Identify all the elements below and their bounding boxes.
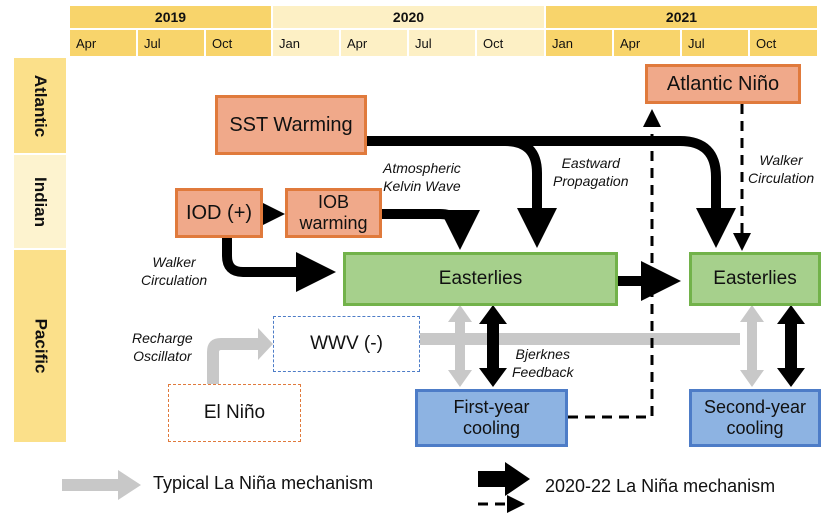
- legend-typical-label: Typical La Niña mechanism: [153, 473, 374, 493]
- walker-circulation-right-label: Walker Circulation: [748, 152, 815, 186]
- walker-iod-arrow: [222, 236, 336, 292]
- recharge-oscillator-arrow: [207, 328, 273, 384]
- basin-pacific: Pacific: [14, 250, 66, 442]
- easterlies-box-second: Easterlies: [689, 252, 821, 306]
- current-bjerknes-arrows: [479, 305, 805, 387]
- month-label: Oct: [477, 30, 546, 56]
- basin-pacific-label: Pacific: [31, 318, 50, 374]
- current-arrows: [222, 136, 736, 301]
- basin-indian-label: Indian: [31, 176, 50, 227]
- second-year-cooling-box: Second-year cooling: [689, 389, 821, 447]
- bjerknes-feedback-label: Bjerknes Feedback: [512, 346, 574, 380]
- month-label: Apr: [614, 30, 682, 56]
- recharge-oscillator-label: Recharge Oscillator: [132, 330, 193, 364]
- basin-atlantic-label: Atlantic: [31, 74, 50, 137]
- dashed-arrows: [568, 104, 751, 419]
- month-label: Oct: [750, 30, 819, 56]
- typical-arrows: [207, 305, 764, 387]
- month-label: Jul: [138, 30, 206, 56]
- year-2021: 2021: [546, 6, 819, 28]
- month-label: Jul: [409, 30, 477, 56]
- month-label: Jan: [273, 30, 341, 56]
- el-nino-box: El Niño: [168, 384, 301, 442]
- iod-box: IOD (+): [175, 188, 263, 238]
- first-year-cooling-box: First-year cooling: [415, 389, 568, 447]
- wwv-band: [420, 333, 740, 345]
- atmospheric-kelvin-wave-label: Atmospheric Kelvin Wave: [383, 160, 461, 194]
- bjerknes-feedback-left-arrow: [479, 305, 507, 387]
- month-label: Apr: [70, 30, 138, 56]
- basin-indian: Indian: [14, 155, 66, 248]
- atlantic-nino-box: Atlantic Niño: [645, 64, 801, 104]
- month-label: Jul: [682, 30, 750, 56]
- kelvin-wave-arrow: [380, 209, 480, 250]
- legend-current-label: 2020-22 La Niña mechanism: [545, 476, 776, 496]
- year-2019: 2019: [70, 6, 273, 28]
- month-label: Apr: [341, 30, 409, 56]
- wwv-box: WWV (-): [273, 316, 420, 372]
- easterlies-box-first: Easterlies: [343, 252, 618, 306]
- eastward-propagation-label: Eastward Propagation: [553, 155, 629, 189]
- sst-warming-box: SST Warming: [215, 95, 367, 155]
- typical-bjerknes-right-arrow: [740, 305, 764, 387]
- typical-bjerknes-left-arrow: [448, 305, 472, 387]
- month-label: Jan: [546, 30, 614, 56]
- eastward-propagation-arrow: [365, 136, 736, 248]
- iob-warming-box: IOB warming: [285, 188, 382, 238]
- legend-typical-arrow: [62, 470, 141, 500]
- month-label: Oct: [206, 30, 273, 56]
- legend-current-arrow: [478, 462, 530, 496]
- bjerknes-feedback-right-arrow: [777, 305, 805, 387]
- year-2020: 2020: [273, 6, 546, 28]
- basin-atlantic: Atlantic: [14, 58, 66, 153]
- walker-circulation-left-label: Walker Circulation: [141, 254, 208, 288]
